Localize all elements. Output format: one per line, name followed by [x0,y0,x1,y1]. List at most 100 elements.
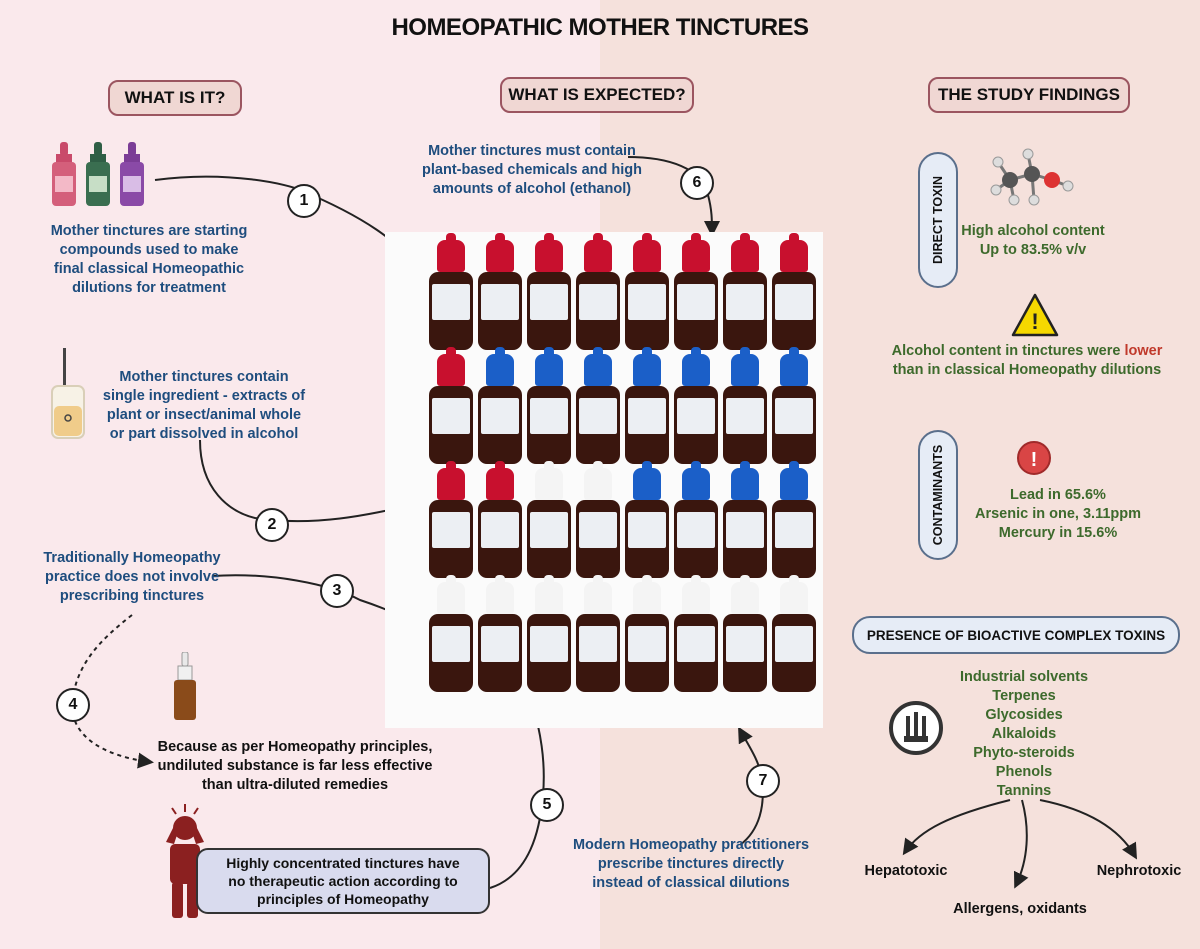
bottle-cap [682,233,710,272]
text-line: or part dissolved in alcohol [109,426,299,442]
text-line: prescribe tinctures directly [597,856,785,872]
contaminant-list: Lead in 65.6% Arsenic in one, 3.11ppm Me… [948,486,1168,543]
text-line: amounts of alcohol (ethanol) [432,181,632,197]
toxin-item: Industrial solvents [959,669,1089,685]
bottle-label [432,398,470,434]
bottle-cap [584,575,612,614]
step-4-marker: 4 [56,688,90,722]
text-line: plant or insect/animal whole [106,407,302,423]
bottle-cap [584,347,612,386]
bottle-label [530,284,568,320]
plant-hazard-icon [889,701,943,755]
toxin-item: Phenols [995,764,1053,780]
text-line: practice does not involve [44,569,220,585]
study-findings-header: THE STUDY FINDINGS [928,77,1130,113]
bottle-label [432,284,470,320]
bioactive-toxins-header: PRESENCE OF BIOACTIVE COMPLEX TOXINS [852,616,1180,654]
stressed-person-icon [166,804,204,918]
text-line: Highly concentrated tinctures have [226,855,460,871]
bottle-cap [437,575,465,614]
text-single-ingredient: Mother tinctures contain single ingredie… [96,368,312,444]
bottle-label [481,398,519,434]
bottle-label [677,398,715,434]
bottle-cap [731,461,759,500]
toxin-item: Tannins [996,783,1052,799]
bottle-label [677,626,715,662]
bottle-cap [682,575,710,614]
contaminant-item: Arsenic in one, 3.11ppm [975,506,1141,522]
bottle-cap [682,461,710,500]
bottle-label [530,626,568,662]
bottle-label [726,398,764,434]
text-line: prescribing tinctures [59,588,205,604]
contaminant-item: Lead in 65.6% [1010,487,1106,503]
bottle-label [677,512,715,548]
step-6-marker: 6 [680,166,714,200]
text-line: Alcohol content in tinctures were lower [872,342,1182,361]
text-line: compounds used to make [59,242,239,258]
bottle-label [530,398,568,434]
nephrotoxic-outcome: Nephrotoxic [1096,863,1182,879]
bottle-cap [535,347,563,386]
bottle-cap [535,233,563,272]
bottle-cap [584,461,612,500]
bottle-label [775,512,813,548]
toxin-item: Terpenes [992,688,1056,704]
step-5-marker: 5 [530,788,564,822]
bottle-label [628,398,666,434]
text-what-tinctures-are: Mother tinctures are starting compounds … [24,222,274,298]
alert-mark: ! [1031,449,1038,471]
bottle-cap [535,461,563,500]
text-line: plant-based chemicals and high [422,162,642,178]
spray-bottle-icon [174,652,196,720]
what-is-expected-header: WHAT IS EXPECTED? [500,77,694,113]
hepatotoxic-outcome: Hepatotoxic [864,863,948,879]
what-is-it-header: WHAT IS IT? [108,80,242,116]
bottle-label [481,512,519,548]
bottle-cap [486,347,514,386]
bottle-label [432,626,470,662]
bottle-cap [437,233,465,272]
text-line: Mother tinctures are starting [50,223,248,239]
bottle-cap [731,575,759,614]
text-line: Traditionally Homeopathy [43,550,221,566]
text-line: Mother tinctures contain [119,369,289,385]
text-must-contain: Mother tinctures must contain plant-base… [402,142,662,199]
toxin-list: Industrial solvents Terpenes Glycosides … [934,668,1114,801]
high-alcohol-finding: High alcohol content Up to 83.5% v/v [948,222,1118,260]
warning-icon: ! [1011,293,1059,337]
bottle-label [481,284,519,320]
bottle-cap [437,461,465,500]
bottle-label [432,512,470,548]
bottle-cap [535,575,563,614]
bottle-cap [486,233,514,272]
bottle-cap [486,461,514,500]
contaminant-item: Mercury in 15.6% [998,525,1118,541]
direct-toxin-text: DIRECT TOXIN [931,176,946,264]
bottle-label [775,284,813,320]
bottle-cap [682,347,710,386]
bottle-cap [633,233,661,272]
text-line: Modern Homeopathy practitioners [572,837,810,853]
bottle-label [579,284,617,320]
bottle-label [726,512,764,548]
bottle-cap [780,233,808,272]
text-line: High alcohol content [961,223,1105,239]
bottle-label [726,284,764,320]
bottle-cap [731,233,759,272]
contaminants-text: CONTAMINANTS [931,444,946,546]
dropper-bottles-icon [52,142,144,206]
tincture-bottles-photo [385,232,823,728]
bottle-cap [780,575,808,614]
bottle-label [775,626,813,662]
step-7-marker: 7 [746,764,780,798]
bottle-label [579,626,617,662]
bottle-cap [584,233,612,272]
bottle-label [628,512,666,548]
bottle-cap [633,461,661,500]
step-2-marker: 2 [255,508,289,542]
bottle-cap [731,347,759,386]
no-therapeutic-action-callout: Highly concentrated tinctures have no th… [196,848,490,914]
text-undiluted-less-effective: Because as per Homeopathy principles, un… [140,738,450,795]
text-line: undiluted substance is far less effectiv… [157,758,433,774]
